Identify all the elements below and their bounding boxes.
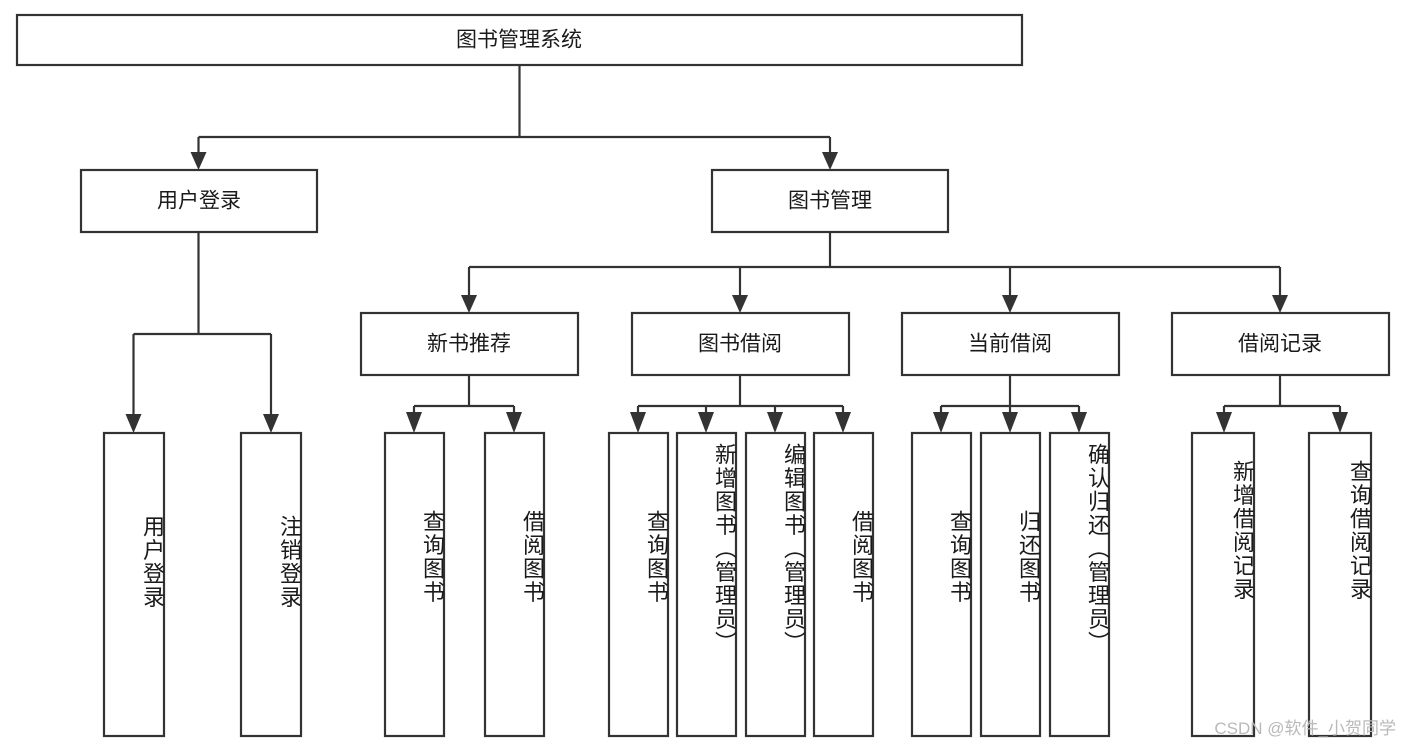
node-book-borrow[interactable]: 图书借阅 bbox=[630, 311, 851, 377]
node-new-book-recommend-label: 新书推荐 bbox=[427, 333, 511, 356]
node-root-box[interactable] bbox=[15, 13, 1024, 67]
node-book-management-box[interactable] bbox=[710, 168, 950, 234]
node-borrow-record[interactable]: 借阅记录 bbox=[1170, 311, 1391, 377]
arrowhead-new-book-recommend bbox=[461, 295, 477, 313]
arrowhead-leaf-query-book-3 bbox=[933, 412, 949, 433]
node-borrow-record-label: 借阅记录 bbox=[1238, 333, 1322, 356]
node-new-book-recommend-box[interactable] bbox=[359, 311, 580, 377]
connector-layer bbox=[125, 65, 1348, 433]
node-current-borrow-box[interactable] bbox=[900, 311, 1121, 377]
node-leaf-query-book-2-box[interactable] bbox=[607, 431, 670, 738]
node-borrow-record-box[interactable] bbox=[1170, 311, 1391, 377]
node-book-borrow-box[interactable] bbox=[630, 311, 851, 377]
arrowhead-current-borrow bbox=[1002, 295, 1018, 313]
arrowhead-leaf-borrow-book-2 bbox=[835, 412, 851, 433]
node-layer: 图书管理系统 用户登录 图书管理 新书推荐 图书借阅 当前 bbox=[15, 13, 1391, 738]
node-leaf-query-book-3-box[interactable] bbox=[910, 431, 973, 738]
arrowhead-leaf-edit-book bbox=[767, 412, 783, 433]
arrowhead-leaf-query-record bbox=[1332, 412, 1348, 433]
arrowhead-leaf-query-book-1 bbox=[406, 412, 422, 433]
arrowhead-leaf-query-book-2 bbox=[630, 412, 646, 433]
arrowhead-leaf-user-login bbox=[125, 414, 142, 433]
node-book-management-label: 图书管理 bbox=[788, 190, 872, 213]
arrowhead-borrow-record bbox=[1272, 295, 1288, 313]
node-leaf-edit-book-box[interactable] bbox=[744, 431, 807, 738]
arrowhead-leaf-borrow-book-1 bbox=[506, 412, 522, 433]
node-user-login-box[interactable] bbox=[79, 168, 319, 234]
node-leaf-borrow-book-2-box[interactable] bbox=[812, 431, 875, 738]
node-book-borrow-label: 图书借阅 bbox=[698, 333, 782, 356]
node-user-login-label: 用户登录 bbox=[157, 190, 241, 213]
arrowhead-leaf-confirm-return bbox=[1071, 412, 1087, 433]
arrowhead-leaf-add-book bbox=[698, 412, 714, 433]
node-leaf-user-login-box[interactable] bbox=[102, 431, 166, 738]
node-root[interactable]: 图书管理系统 bbox=[15, 13, 1024, 67]
node-user-login[interactable]: 用户登录 bbox=[79, 168, 319, 234]
node-root-label: 图书管理系统 bbox=[456, 29, 582, 52]
node-book-management[interactable]: 图书管理 bbox=[710, 168, 950, 234]
arrowhead-leaf-add-record bbox=[1216, 412, 1232, 433]
csdn-watermark: CSDN @软件_小贺同学 bbox=[1214, 719, 1396, 738]
arrowhead-user-login bbox=[190, 152, 207, 170]
node-new-book-recommend[interactable]: 新书推荐 bbox=[359, 311, 580, 377]
node-leaf-query-book-1-box[interactable] bbox=[383, 431, 446, 738]
node-leaf-confirm-return-box[interactable] bbox=[1048, 431, 1111, 738]
arrowhead-book-management bbox=[822, 152, 838, 170]
arrowhead-book-borrow bbox=[732, 295, 748, 313]
arrowhead-leaf-return-book bbox=[1002, 412, 1018, 433]
node-leaf-add-record-box[interactable] bbox=[1190, 431, 1256, 738]
node-current-borrow-label: 当前借阅 bbox=[968, 333, 1052, 356]
node-leaf-borrow-book-1-box[interactable] bbox=[483, 431, 546, 738]
arrowhead-leaf-logout-login bbox=[263, 414, 279, 433]
node-current-borrow[interactable]: 当前借阅 bbox=[900, 311, 1121, 377]
node-leaf-return-book-box[interactable] bbox=[979, 431, 1042, 738]
node-leaf-query-record-box[interactable] bbox=[1307, 431, 1373, 738]
node-leaf-logout-login-box[interactable] bbox=[239, 431, 303, 738]
node-leaf-add-book-box[interactable] bbox=[675, 431, 738, 738]
